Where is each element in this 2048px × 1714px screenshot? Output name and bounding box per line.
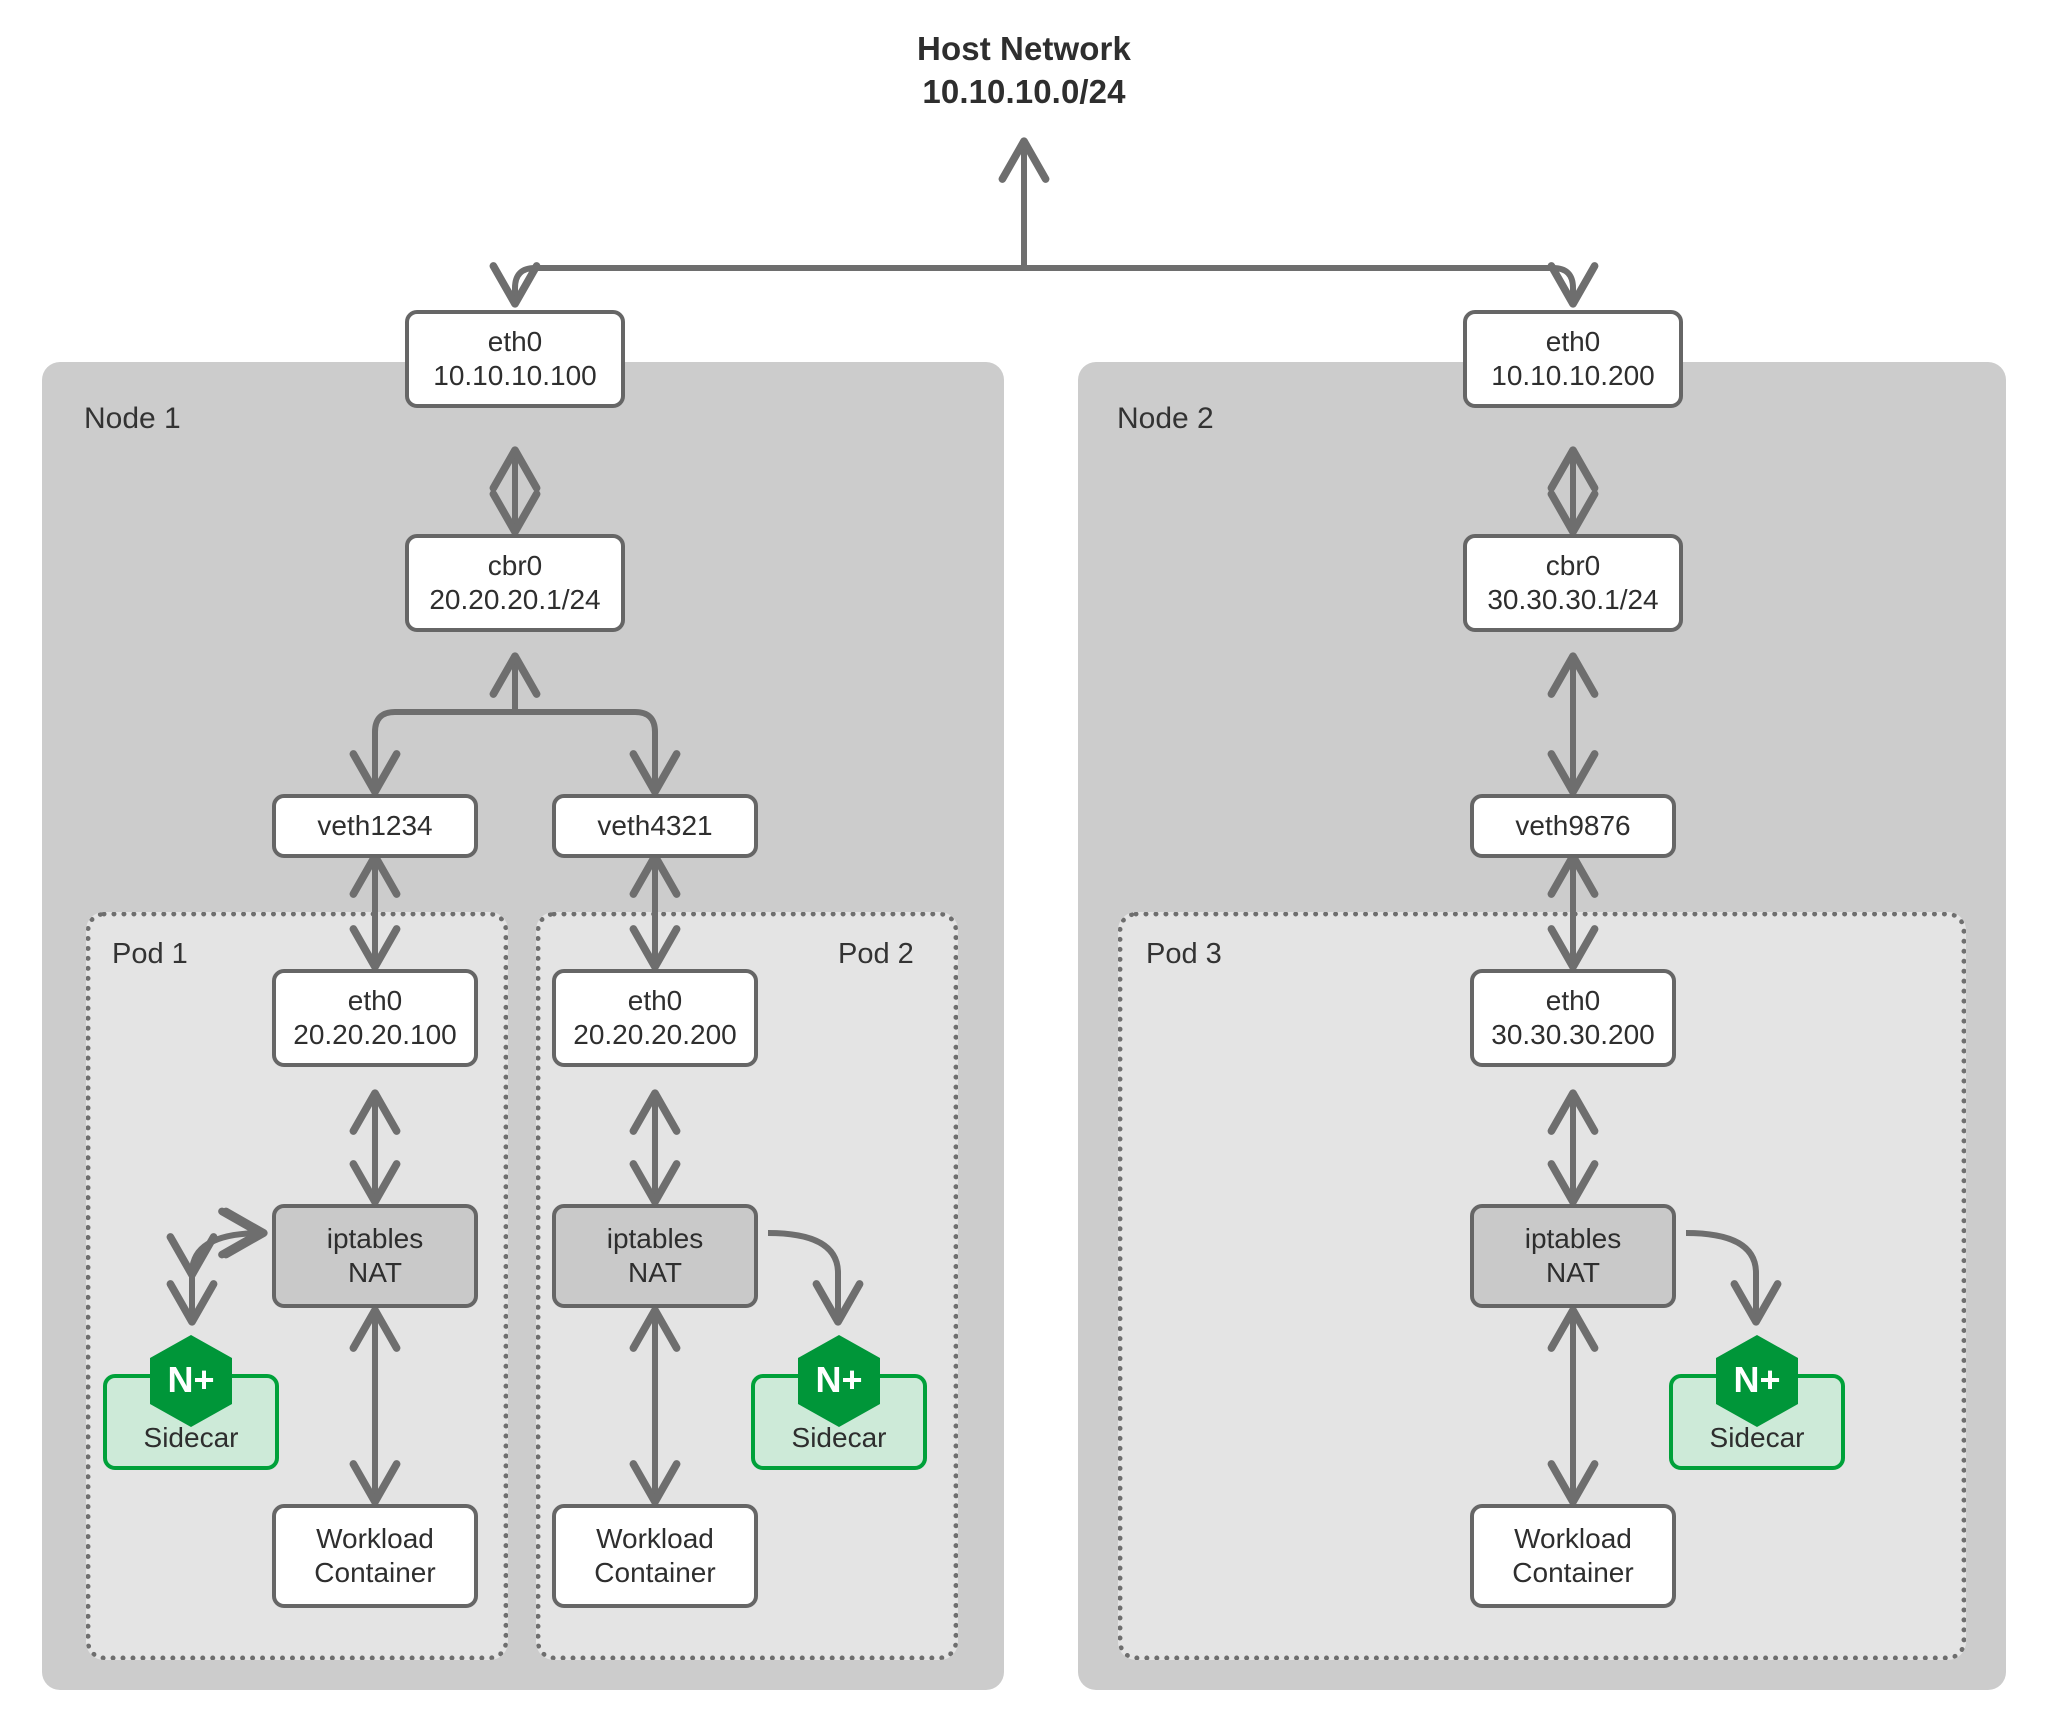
pod-1-sidecar-label: Sidecar bbox=[143, 1422, 239, 1453]
node-2-veth9876-label: veth9876 bbox=[1515, 809, 1631, 841]
host-network-title-line1: Host Network bbox=[917, 30, 1131, 67]
node-2-eth0-box[interactable]: eth0 10.10.10.200 bbox=[1463, 310, 1683, 408]
pod-1-iptables-nat-box[interactable]: iptables NAT bbox=[272, 1204, 478, 1308]
node-1-cbr0-ip: 20.20.20.1/24 bbox=[429, 584, 601, 615]
pod-2-sidecar-label: Sidecar bbox=[791, 1422, 887, 1453]
pod-3-workload-container-box[interactable]: Workload Container bbox=[1470, 1504, 1676, 1608]
node-label-node-1: Node 1 bbox=[84, 402, 181, 435]
edge-host-to-node1 bbox=[489, 262, 1024, 308]
node-2-veth9876-box[interactable]: veth9876 bbox=[1470, 794, 1676, 858]
node-1-eth0-name: eth0 bbox=[487, 325, 543, 357]
pod-2-eth0-ip: 20.20.20.200 bbox=[573, 1019, 737, 1050]
pod-3-eth0-ip: 30.30.30.200 bbox=[1491, 1019, 1655, 1050]
svg-text:N+: N+ bbox=[815, 1359, 862, 1400]
node-label-node-2: Node 2 bbox=[1117, 402, 1214, 435]
pod-2-iptables-nat-box[interactable]: iptables NAT bbox=[552, 1204, 758, 1308]
pod-1-nat-line2: NAT bbox=[348, 1257, 402, 1288]
node-2-eth0-name: eth0 bbox=[1545, 325, 1601, 357]
pod-3-workload-line2: Container bbox=[1512, 1557, 1634, 1588]
pod-2-eth0-box[interactable]: eth0 20.20.20.200 bbox=[552, 969, 758, 1067]
pod-3-nginx-plus-icon: N+ bbox=[1713, 1333, 1801, 1429]
node-1-cbr0-name: cbr0 bbox=[487, 549, 543, 581]
pod-2-eth0-name: eth0 bbox=[627, 984, 683, 1016]
pod-2-workload-line1: Workload bbox=[596, 1522, 714, 1554]
pod-label-pod-1: Pod 1 bbox=[112, 938, 188, 970]
pod-3-sidecar-label: Sidecar bbox=[1709, 1422, 1805, 1453]
node-2-eth0-ip: 10.10.10.200 bbox=[1491, 360, 1655, 391]
pod-1-eth0-ip: 20.20.20.100 bbox=[293, 1019, 457, 1050]
pod-label-pod-2: Pod 2 bbox=[838, 938, 914, 970]
pod-3-iptables-nat-box[interactable]: iptables NAT bbox=[1470, 1204, 1676, 1308]
pod-2-nginx-plus-icon: N+ bbox=[795, 1333, 883, 1429]
pod-1-eth0-box[interactable]: eth0 20.20.20.100 bbox=[272, 969, 478, 1067]
node-2-cbr0-name: cbr0 bbox=[1545, 549, 1601, 581]
pod-1-workload-container-box[interactable]: Workload Container bbox=[272, 1504, 478, 1608]
pod-1-eth0-name: eth0 bbox=[347, 984, 403, 1016]
node-1-veth1234-box[interactable]: veth1234 bbox=[272, 794, 478, 858]
pod-1-workload-line2: Container bbox=[314, 1557, 436, 1588]
pod-2-workload-line2: Container bbox=[594, 1557, 716, 1588]
pod-1-workload-line1: Workload bbox=[316, 1522, 434, 1554]
node-2-cbr0-ip: 30.30.30.1/24 bbox=[1487, 584, 1659, 615]
pod-1-nginx-plus-icon: N+ bbox=[147, 1333, 235, 1429]
node-1-veth4321-box[interactable]: veth4321 bbox=[552, 794, 758, 858]
svg-text:N+: N+ bbox=[1733, 1359, 1780, 1400]
pod-1-nat-line1: iptables bbox=[326, 1222, 424, 1254]
host-network-title: Host Network 10.10.10.0/24 bbox=[0, 28, 2048, 114]
node-1-veth1234-label: veth1234 bbox=[317, 809, 433, 841]
edge-host-to-node2 bbox=[1024, 262, 1599, 308]
pod-2-workload-container-box[interactable]: Workload Container bbox=[552, 1504, 758, 1608]
node-1-cbr0-box[interactable]: cbr0 20.20.20.1/24 bbox=[405, 534, 625, 632]
pod-3-nat-line2: NAT bbox=[1546, 1257, 1600, 1288]
pod-2-nat-line2: NAT bbox=[628, 1257, 682, 1288]
node-1-eth0-ip: 10.10.10.100 bbox=[433, 360, 597, 391]
node-1-veth4321-label: veth4321 bbox=[597, 809, 713, 841]
pod-3-nat-line1: iptables bbox=[1524, 1222, 1622, 1254]
pod-label-pod-3: Pod 3 bbox=[1146, 938, 1222, 970]
node-1-eth0-box[interactable]: eth0 10.10.10.100 bbox=[405, 310, 625, 408]
pod-3-eth0-name: eth0 bbox=[1545, 984, 1601, 1016]
pod-2-nat-line1: iptables bbox=[606, 1222, 704, 1254]
pod-3-workload-line1: Workload bbox=[1514, 1522, 1632, 1554]
node-2-cbr0-box[interactable]: cbr0 30.30.30.1/24 bbox=[1463, 534, 1683, 632]
pod-3-eth0-box[interactable]: eth0 30.30.30.200 bbox=[1470, 969, 1676, 1067]
host-network-title-line2: 10.10.10.0/24 bbox=[922, 72, 1126, 110]
svg-text:N+: N+ bbox=[167, 1359, 214, 1400]
